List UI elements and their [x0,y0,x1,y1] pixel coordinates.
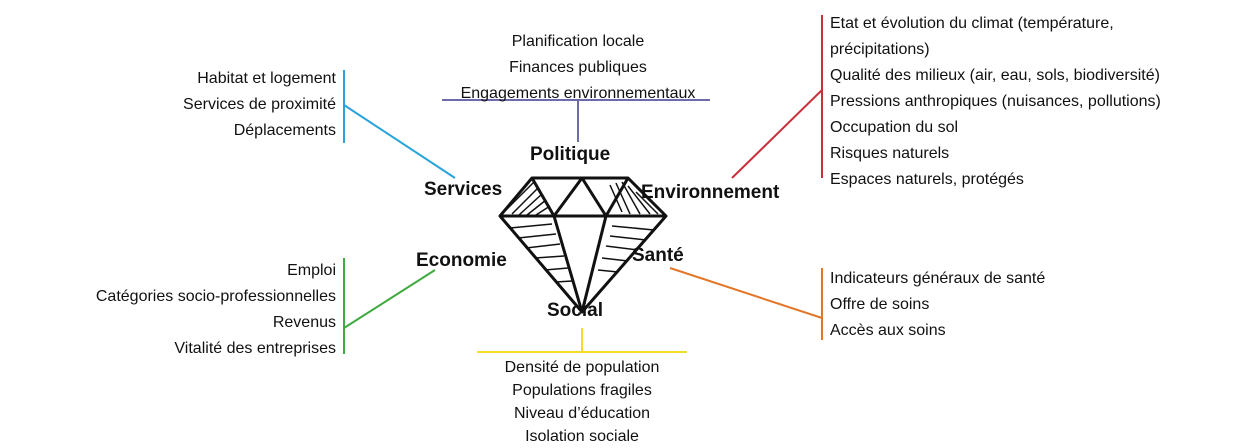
politique-item: Engagements environnementaux [460,85,696,102]
category-politique: Politique [530,144,611,165]
services-item: Services de proximité [183,96,336,113]
environnement-item: Occupation du sol [830,119,959,136]
services-item: Habitat et logement [197,70,336,87]
environnement-item: Risques naturels [830,145,950,162]
social-items: Densité de population Populations fragil… [440,356,724,448]
sante-items: Indicateurs généraux de santé Offre de s… [830,266,1150,344]
economie-item: Emploi [287,262,336,279]
category-social: Social [547,300,603,321]
category-services: Services [424,179,503,200]
services-items: Habitat et logement Services de proximit… [100,66,336,144]
social-item: Isolation sociale [525,428,639,445]
politique-item: Finances publiques [509,59,647,76]
economie-connector [343,269,436,329]
sante-item: Indicateurs généraux de santé [830,270,1046,287]
category-sante: Santé [632,245,684,266]
category-economie: Economie [416,250,507,271]
social-item: Densité de population [504,359,660,376]
diamond-icon [498,176,668,314]
environnement-item: Espaces naturels, protégés [830,171,1024,188]
social-item: Niveau d’éducation [513,405,651,422]
economie-items: Emploi Catégories socio-professionnelles… [4,258,336,362]
politique-items: Planification locale Finances publiques … [400,29,756,107]
category-environnement: Environnement [641,182,780,203]
environnement-item: Pressions anthropiques (nuisances, pollu… [830,93,1161,110]
environnement-items: Etat et évolution du climat (température… [830,11,1255,193]
sante-item: Accès aux soins [830,322,946,339]
environnement-item: Qualité des milieux (air, eau, sols, bio… [830,67,1160,84]
services-item: Déplacements [233,122,336,139]
environnement-item: précipitations) [830,41,930,58]
environnement-item: Etat et évolution du climat (température… [830,15,1114,32]
services-connector [343,104,456,179]
economie-item: Revenus [272,314,336,331]
economie-item: Vitalité des entreprises [174,340,336,357]
environnement-connector [731,89,823,179]
politique-item: Planification locale [511,33,645,50]
economie-item: Catégories socio-professionnelles [95,288,336,305]
social-item: Populations fragiles [512,382,652,399]
sante-connector [669,267,823,319]
sante-item: Offre de soins [830,296,930,313]
